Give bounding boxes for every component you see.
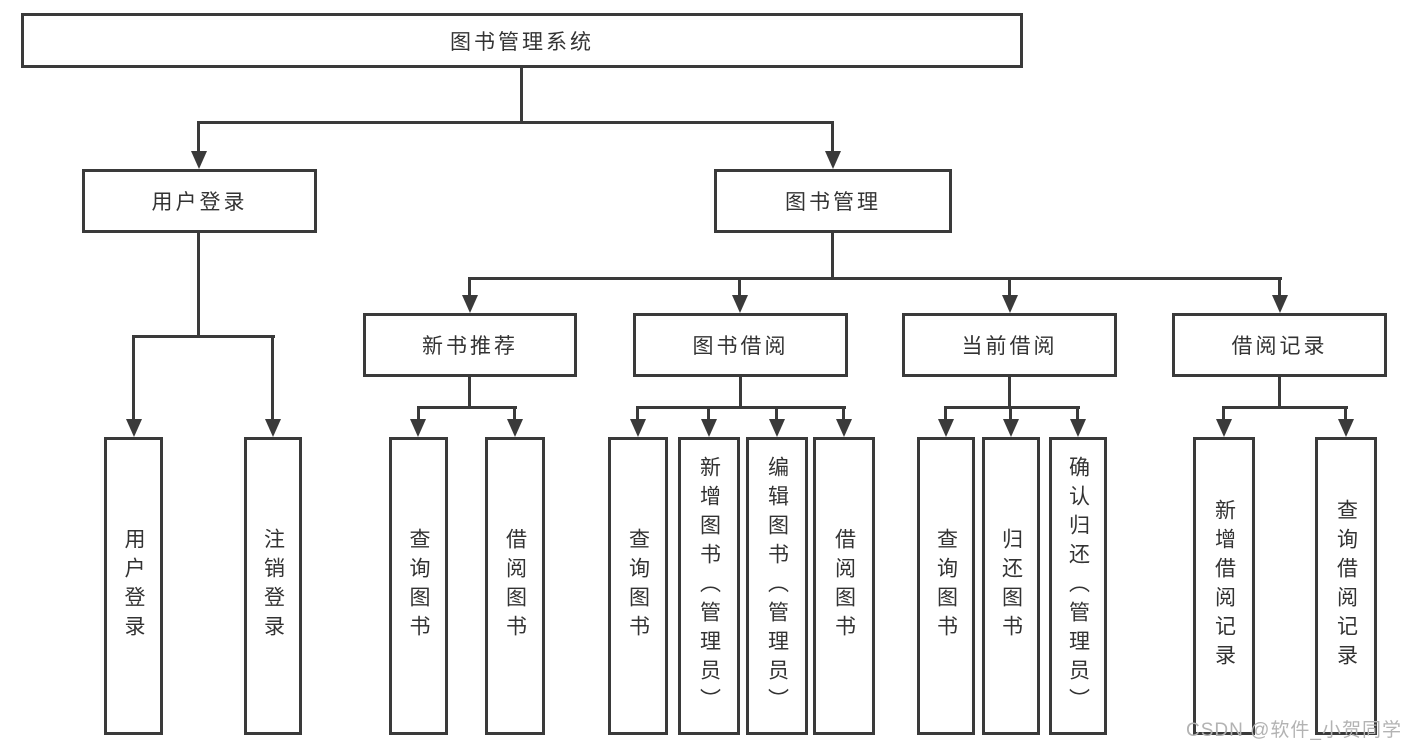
node-leaf-cb-confirm-return-admin: 确认归还（管理员） xyxy=(1049,437,1107,735)
connector-line xyxy=(520,68,523,124)
connector-line xyxy=(513,406,516,421)
arrowhead-down-icon xyxy=(938,419,954,437)
node-borrow-record: 借阅记录 xyxy=(1172,313,1387,377)
arrowhead-down-icon xyxy=(191,151,207,169)
arrowhead-down-icon xyxy=(462,295,478,313)
connector-line xyxy=(132,335,135,421)
connector-line xyxy=(738,277,741,298)
node-book-borrow: 图书借阅 xyxy=(633,313,848,377)
arrowhead-down-icon xyxy=(1272,295,1288,313)
arrowhead-down-icon xyxy=(126,419,142,437)
connector-line xyxy=(1278,277,1281,298)
connector-line xyxy=(944,406,1080,409)
node-leaf-bb-borrow-book: 借阅图书 xyxy=(813,437,875,735)
node-library-system: 图书管理系统 xyxy=(21,13,1023,68)
connector-line xyxy=(468,377,471,408)
node-leaf-nb-borrow-book: 借阅图书 xyxy=(485,437,545,735)
node-leaf-user-login: 用户登录 xyxy=(104,437,163,735)
node-book-management: 图书管理 xyxy=(714,169,952,233)
arrowhead-down-icon xyxy=(1070,419,1086,437)
arrowhead-down-icon xyxy=(507,419,523,437)
node-leaf-bb-query-book: 查询图书 xyxy=(608,437,668,735)
connector-line xyxy=(197,121,834,124)
connector-line xyxy=(739,377,742,408)
connector-line xyxy=(1222,406,1225,421)
arrowhead-down-icon xyxy=(1003,419,1019,437)
node-leaf-cb-query-book: 查询图书 xyxy=(917,437,975,735)
arrowhead-down-icon xyxy=(701,419,717,437)
node-leaf-cb-return-book: 归还图书 xyxy=(982,437,1040,735)
connector-line xyxy=(842,406,845,421)
connector-line xyxy=(1009,406,1012,421)
arrowhead-down-icon xyxy=(1338,419,1354,437)
connector-line xyxy=(1222,406,1348,409)
connector-line xyxy=(831,233,834,280)
connector-line xyxy=(636,406,846,409)
node-leaf-nb-query-book: 查询图书 xyxy=(389,437,448,735)
node-leaf-bb-add-book-admin: 新增图书（管理员） xyxy=(678,437,740,735)
connector-line xyxy=(271,335,274,421)
node-leaf-bb-edit-book-admin: 编辑图书（管理员） xyxy=(746,437,808,735)
watermark: CSDN @软件_小贺同学 xyxy=(1186,720,1402,741)
connector-line xyxy=(468,277,471,298)
arrowhead-down-icon xyxy=(630,419,646,437)
connector-line xyxy=(944,406,947,421)
arrowhead-down-icon xyxy=(1002,295,1018,313)
arrowhead-down-icon xyxy=(410,419,426,437)
node-leaf-br-add-record: 新增借阅记录 xyxy=(1193,437,1255,735)
connector-line xyxy=(775,406,778,421)
connector-line xyxy=(417,406,420,421)
arrowhead-down-icon xyxy=(1216,419,1232,437)
connector-line xyxy=(132,335,275,338)
connector-line xyxy=(197,233,200,337)
connector-line xyxy=(197,121,200,153)
arrowhead-down-icon xyxy=(265,419,281,437)
connector-line xyxy=(707,406,710,421)
node-leaf-br-query-record: 查询借阅记录 xyxy=(1315,437,1377,735)
node-leaf-logout: 注销登录 xyxy=(244,437,302,735)
node-new-book-recommend: 新书推荐 xyxy=(363,313,577,377)
connector-line xyxy=(831,121,834,153)
arrowhead-down-icon xyxy=(836,419,852,437)
arrowhead-down-icon xyxy=(732,295,748,313)
connector-line xyxy=(468,277,1282,280)
connector-line xyxy=(1344,406,1347,421)
node-current-borrow: 当前借阅 xyxy=(902,313,1117,377)
connector-line xyxy=(636,406,639,421)
connector-line xyxy=(1076,406,1079,421)
connector-line xyxy=(417,406,517,409)
arrowhead-down-icon xyxy=(769,419,785,437)
connector-line xyxy=(1008,377,1011,408)
node-user-login: 用户登录 xyxy=(82,169,317,233)
arrowhead-down-icon xyxy=(825,151,841,169)
connector-line xyxy=(1278,377,1281,408)
connector-line xyxy=(1008,277,1011,298)
